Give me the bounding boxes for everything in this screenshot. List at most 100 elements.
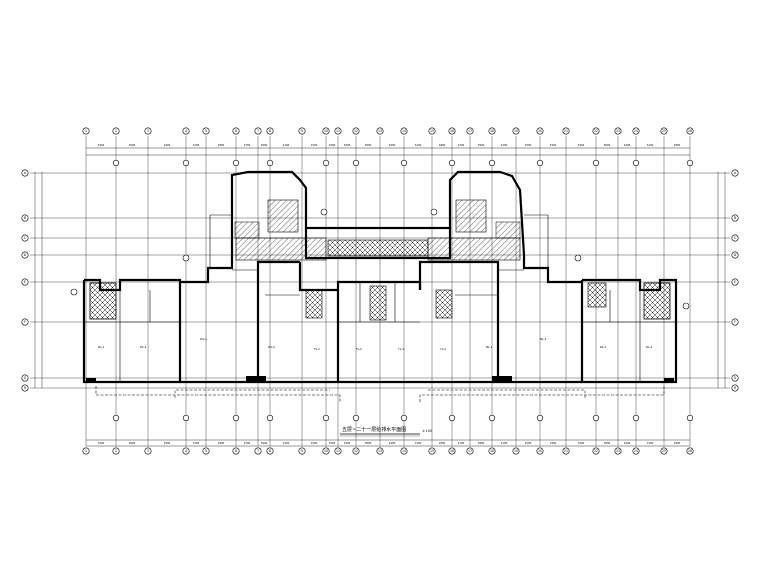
axis-bubble-top-6: 6 [232, 127, 240, 135]
svg-text:26: 26 [688, 129, 692, 133]
axis-bubble-top-25: 25 [660, 127, 668, 135]
axis-bubble-bottom-10: 10 [322, 447, 330, 455]
svg-text:G: G [734, 376, 737, 380]
svg-text:21: 21 [564, 129, 568, 133]
svg-text:23: 23 [616, 129, 620, 133]
axis-bubble-top-14: 14 [400, 127, 408, 135]
svg-text:A: A [24, 171, 27, 175]
axis-bubble-bottom-9: 9 [298, 447, 306, 455]
svg-text:2400: 2400 [164, 143, 171, 147]
svg-text:3200: 3200 [98, 441, 105, 445]
axis-bubble-right-E: E [731, 278, 739, 286]
axis-bubble-bottom-26: 26 [686, 447, 694, 455]
room-tag: DL-2 [140, 345, 147, 349]
axis-bubble-top-15: 15 [428, 127, 436, 135]
room-tag: DL-1 [98, 345, 105, 349]
axis-bubble-top-24: 24 [632, 127, 640, 135]
svg-text:3100: 3100 [193, 441, 200, 445]
svg-text:19: 19 [514, 129, 518, 133]
svg-text:3: 3 [147, 129, 149, 133]
svg-text:G: G [24, 376, 27, 380]
room-tag: YL-2 [440, 347, 446, 351]
axis-bubble-bottom-20: 20 [536, 447, 544, 455]
svg-text:3900: 3900 [478, 143, 485, 147]
svg-text:3600: 3600 [129, 441, 136, 445]
svg-text:7: 7 [257, 129, 259, 133]
axis-bubble-left-C: C [21, 234, 29, 242]
svg-text:3100: 3100 [415, 143, 422, 147]
dimension-lines [34, 147, 726, 447]
svg-text:H: H [24, 386, 27, 390]
svg-text:2700: 2700 [458, 441, 465, 445]
svg-text:26: 26 [688, 449, 692, 453]
svg-text:20: 20 [538, 449, 542, 453]
svg-text:13: 13 [378, 129, 382, 133]
svg-text:18: 18 [490, 449, 494, 453]
dimension-text: 3200320036003600240024003100310018001800… [98, 143, 681, 445]
svg-text:3600: 3600 [604, 441, 611, 445]
svg-text:10: 10 [324, 129, 328, 133]
svg-text:H: H [734, 386, 737, 390]
svg-text:1500: 1500 [311, 441, 318, 445]
svg-text:19: 19 [514, 449, 518, 453]
svg-text:10: 10 [324, 449, 328, 453]
room-tag: NL-2 [540, 337, 547, 341]
axis-bubble-left-A: A [21, 169, 29, 177]
svg-text:3300: 3300 [329, 143, 336, 147]
axis-bubble-top-4: 4 [182, 127, 190, 135]
svg-text:1800: 1800 [439, 143, 446, 147]
svg-text:F: F [734, 320, 736, 324]
axis-bubble-bottom-25: 25 [660, 447, 668, 455]
axis-bubble-right-A: A [731, 169, 739, 177]
svg-text:F: F [24, 320, 26, 324]
axis-bubble-bottom-24: 24 [632, 447, 640, 455]
svg-text:1500: 1500 [525, 441, 532, 445]
svg-text:8: 8 [269, 129, 271, 133]
svg-text:22: 22 [594, 449, 598, 453]
drawing-scale: 1:100 [422, 429, 432, 433]
svg-text:23: 23 [616, 449, 620, 453]
svg-text:A: A [734, 171, 737, 175]
axis-bubble-bottom-14: 14 [400, 447, 408, 455]
svg-text:16: 16 [450, 129, 454, 133]
room-tag: FL-2 [356, 347, 362, 351]
axis-bubble-left-F: F [21, 318, 29, 326]
svg-text:22: 22 [594, 129, 598, 133]
axis-bubble-top-16: 16 [448, 127, 456, 135]
svg-text:2100: 2100 [283, 143, 290, 147]
svg-text:B: B [24, 216, 26, 220]
svg-text:3600: 3600 [129, 143, 136, 147]
svg-text:3900: 3900 [261, 441, 268, 445]
axis-bubble-top-18: 18 [488, 127, 496, 135]
svg-text:5: 5 [205, 449, 207, 453]
svg-text:18: 18 [490, 129, 494, 133]
svg-text:D: D [24, 253, 27, 257]
axis-bubble-bottom-22: 22 [592, 447, 600, 455]
axis-bubble-bottom-13: 13 [376, 447, 384, 455]
svg-text:3200: 3200 [578, 441, 585, 445]
svg-text:12: 12 [354, 449, 358, 453]
axis-bubble-left-G: G [21, 374, 29, 382]
svg-text:21: 21 [564, 449, 568, 453]
axis-bubble-bottom-6: 6 [232, 447, 240, 455]
column-axis-bubbles: 1122334455667788991010111112121313141415… [82, 127, 694, 455]
svg-text:3900: 3900 [478, 441, 485, 445]
svg-text:2: 2 [115, 129, 117, 133]
axis-bubble-bottom-11: 11 [334, 447, 342, 455]
svg-text:3300: 3300 [550, 441, 557, 445]
svg-text:24: 24 [634, 129, 638, 133]
room-tag: WL-1 [200, 337, 207, 341]
svg-text:2100: 2100 [501, 143, 508, 147]
axis-bubble-bottom-21: 21 [562, 447, 570, 455]
axis-bubble-bottom-4: 4 [182, 447, 190, 455]
svg-text:9: 9 [301, 449, 303, 453]
svg-text:15: 15 [430, 449, 434, 453]
svg-text:3200: 3200 [344, 143, 351, 147]
hatched-areas [89, 199, 671, 321]
axis-bubble-bottom-1: 1 [82, 447, 90, 455]
axis-bubble-bottom-12: 12 [352, 447, 360, 455]
axis-bubble-top-12: 12 [352, 127, 360, 135]
svg-text:3200: 3200 [578, 143, 585, 147]
svg-text:1500: 1500 [525, 143, 532, 147]
